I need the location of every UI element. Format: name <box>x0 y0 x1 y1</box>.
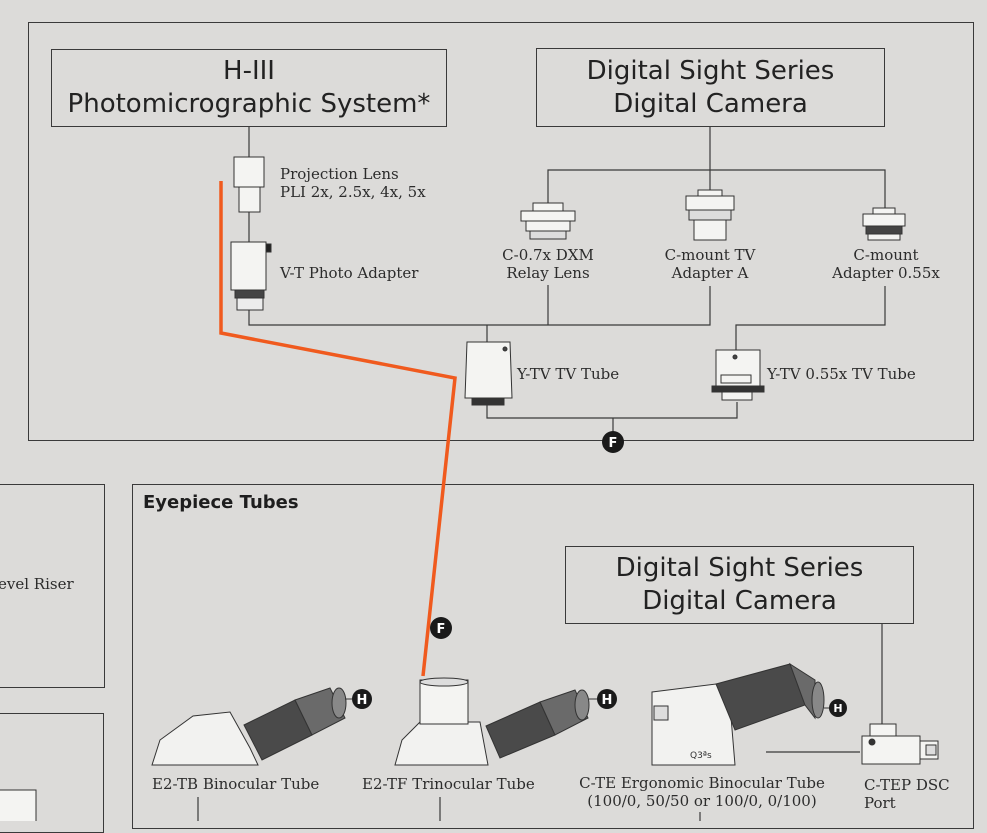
dxm-relay-line1: C-0.7x DXM <box>502 246 594 264</box>
ytv-tv-tube-icon <box>464 341 513 406</box>
digital-sight-box-top: Digital Sight Series Digital Camera <box>536 48 885 127</box>
c-tep-label: C-TEP DSC Port <box>864 776 950 812</box>
svg-text:H: H <box>602 693 613 708</box>
c-tep-line1: C-TEP DSC <box>864 776 950 794</box>
orange-light-path <box>219 181 457 677</box>
svg-text:Q3ªs: Q3ªs <box>690 751 712 761</box>
c-tep-dsc-port-icon <box>861 723 939 765</box>
marker-f-top: F <box>602 431 624 453</box>
ds-top-line1: Digital Sight Series <box>586 55 835 86</box>
ds-eyepiece-line2: Digital Camera <box>642 586 837 616</box>
eyepiece-tubes-title: Eyepiece Tubes <box>143 492 299 513</box>
ds-eyepiece-line1: Digital Sight Series <box>615 553 864 583</box>
cmount-tv-label: C-mount TV Adapter A <box>665 246 756 282</box>
top-panel <box>28 22 974 441</box>
h3-title-line1: H-III <box>223 56 275 86</box>
riser-label: evel Riser <box>0 575 74 593</box>
left-panel-upper <box>0 484 105 688</box>
dxm-relay-lens-icon <box>520 202 576 240</box>
c-te-line2: (100/0, 50/50 or 100/0, 0/100) <box>587 792 817 810</box>
cmount-055-line2: Adapter 0.55x <box>832 264 940 282</box>
e2-tf-label: E2-TF Trinocular Tube <box>362 775 535 793</box>
e2-tb-label: E2-TB Binocular Tube <box>152 775 320 793</box>
svg-text:H: H <box>833 702 842 715</box>
cmount-055-label: C-mount Adapter 0.55x <box>832 246 940 282</box>
ytv-055-tube-label: Y-TV 0.55x TV Tube <box>767 365 916 383</box>
svg-text:H: H <box>357 693 368 708</box>
e2-tb-binocular-tube-icon <box>151 687 347 766</box>
dxm-relay-line2: Relay Lens <box>506 264 590 282</box>
left-lower-fragment-icon <box>0 789 37 821</box>
vt-adapter-label: V-T Photo Adapter <box>280 264 419 282</box>
dxm-relay-label: C-0.7x DXM Relay Lens <box>502 246 594 282</box>
h3-title-line2: Photomicrographic System* <box>67 89 431 119</box>
c-te-label: C-TE Ergonomic Binocular Tube (100/0, 50… <box>579 774 825 810</box>
e2-tf-trinocular-tube-icon <box>394 677 590 766</box>
marker-f-trinocular: F <box>430 617 452 639</box>
cmount-tv-adapter-icon <box>685 189 735 241</box>
marker-h-cte: H <box>824 699 847 717</box>
h3-system-box: H-III Photomicrographic System* <box>51 49 447 127</box>
digital-sight-box-eyepiece: Digital Sight Series Digital Camera <box>565 546 914 624</box>
marker-h-e2tb: H <box>345 689 372 709</box>
ds-top-line2: Digital Camera <box>613 88 808 119</box>
c-tep-line2: Port <box>864 794 896 812</box>
marker-h-e2tf: H <box>589 689 617 709</box>
ytv-055-tv-tube-icon <box>711 349 765 401</box>
projection-lens-label: Projection Lens PLI 2x, 2.5x, 4x, 5x <box>280 165 426 201</box>
cmount-tv-line2: Adapter A <box>671 264 749 282</box>
cmount-tv-line1: C-mount TV <box>664 246 756 264</box>
cmount-055-adapter-icon <box>862 207 906 241</box>
svg-text:F: F <box>609 436 618 451</box>
projection-lens-icon <box>233 156 265 213</box>
projection-lens-line1: Projection Lens <box>280 165 399 183</box>
cmount-055-line1: C-mount <box>853 246 919 264</box>
c-te-line1: C-TE Ergonomic Binocular Tube <box>579 774 825 792</box>
c-te-ergonomic-tube-icon: Q3ªs <box>651 662 825 766</box>
ytv-tube-label: Y-TV TV Tube <box>517 365 620 383</box>
projection-lens-line2: PLI 2x, 2.5x, 4x, 5x <box>280 183 426 201</box>
vt-photo-adapter-icon <box>230 241 272 311</box>
svg-text:F: F <box>437 622 446 637</box>
